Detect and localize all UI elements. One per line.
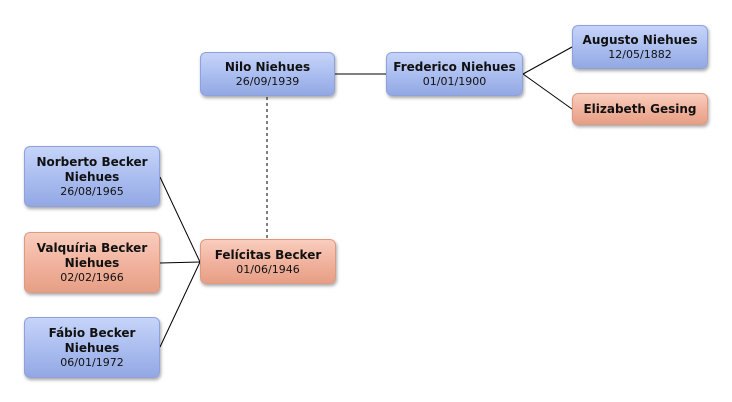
edge-felicitas-fabio	[159, 261, 201, 348]
person-birth-date: 12/05/1882	[608, 48, 672, 61]
person-name: Valquíria Becker Niehues	[36, 241, 148, 270]
person-name: Fábio Becker Niehues	[48, 326, 136, 355]
person-name: Elizabeth Gesing	[583, 101, 697, 116]
person-birth-date: 26/09/1939	[235, 75, 300, 88]
edge-felicitas-norberto	[159, 176, 201, 263]
person-node-frederico[interactable]: Frederico Niehues 01/01/1900	[386, 52, 523, 96]
person-name: Frederico Niehues	[393, 60, 516, 74]
person-name: Felícitas Becker	[214, 247, 322, 262]
edge-frederico-augusto	[522, 46, 573, 75]
person-node-elizabeth[interactable]: Elizabeth Gesing	[572, 93, 708, 125]
person-birth-date: 06/01/1972	[60, 356, 124, 369]
edge-felicitas-valquiria	[159, 261, 201, 264]
person-node-augusto[interactable]: Augusto Niehues 12/05/1882	[572, 25, 708, 69]
person-birth-date: 02/02/1966	[60, 271, 124, 284]
person-name: Nilo Niehues	[224, 60, 311, 74]
person-birth-date: 01/06/1946	[236, 262, 300, 276]
person-name: Norberto Becker Niehues	[36, 155, 148, 184]
person-node-norberto[interactable]: Norberto Becker Niehues 26/08/1965	[24, 146, 160, 207]
person-node-valquiria[interactable]: Valquíria Becker Niehues 02/02/1966	[24, 232, 160, 293]
person-node-nilo[interactable]: Nilo Niehues 26/09/1939	[200, 52, 335, 96]
person-birth-date: 01/01/1900	[422, 75, 487, 88]
person-name: Augusto Niehues	[582, 33, 698, 47]
person-node-fabio[interactable]: Fábio Becker Niehues 06/01/1972	[24, 317, 160, 378]
person-birth-date: 26/08/1965	[60, 185, 124, 198]
edge-frederico-elizabeth	[522, 73, 573, 110]
person-node-felicitas[interactable]: Felícitas Becker 01/06/1946	[200, 239, 336, 284]
